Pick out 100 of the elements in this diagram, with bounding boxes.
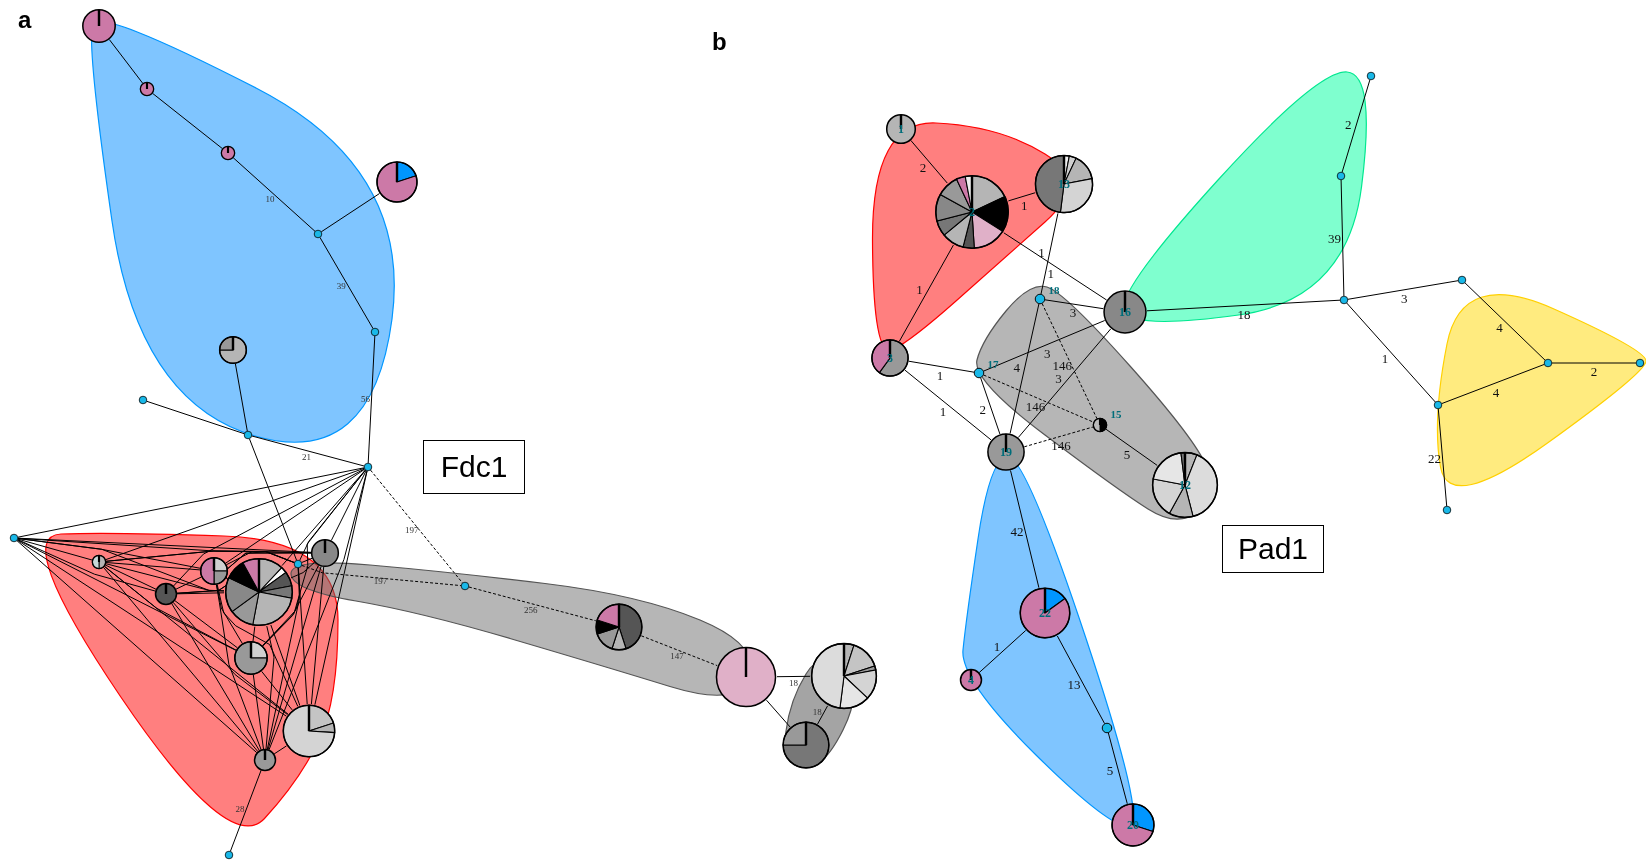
connector-line xyxy=(1441,363,1545,405)
edge-label: 2 xyxy=(919,160,927,174)
connector-line xyxy=(1023,426,1094,448)
connector-line xyxy=(310,566,325,705)
connector-line xyxy=(1346,302,1436,403)
connector-line xyxy=(1056,635,1106,725)
edge-label: 197 xyxy=(405,525,419,535)
connector-line xyxy=(1146,299,1341,312)
edge-label: 18 xyxy=(1237,307,1251,320)
connector-line xyxy=(17,538,93,561)
haplotype-number: 18 xyxy=(1048,284,1060,296)
edge-label: 146 xyxy=(1025,399,1046,413)
connector-line xyxy=(1107,732,1128,805)
connector-line xyxy=(173,468,365,587)
panel-letter: a xyxy=(18,8,32,32)
connector-line xyxy=(270,624,301,707)
connector-line xyxy=(1040,212,1059,295)
connector-line xyxy=(817,705,829,725)
edge-label: 146 xyxy=(1051,438,1071,451)
connector-line xyxy=(104,565,289,715)
edge-label: 256 xyxy=(524,605,538,615)
connector-line xyxy=(1041,303,1098,420)
connector-line xyxy=(1009,303,1040,434)
connector-line xyxy=(281,469,366,567)
connector-line xyxy=(174,600,238,649)
connector-line xyxy=(146,400,245,435)
haplotype-number: 16 xyxy=(1119,306,1131,318)
connector-line xyxy=(266,567,300,750)
haplotype-number: 1 xyxy=(898,123,904,135)
connector-line xyxy=(370,469,463,584)
edge-label: 39 xyxy=(1328,231,1341,245)
edge-label: 2 xyxy=(1590,364,1598,378)
connector-line xyxy=(105,563,225,592)
connector-line xyxy=(766,699,791,728)
connector-line xyxy=(252,674,264,750)
connector-line xyxy=(1341,79,1371,173)
connector-line xyxy=(252,626,256,642)
panel-letter: b xyxy=(712,30,727,54)
edge-label: 4 xyxy=(1013,360,1020,374)
connector-line xyxy=(1010,470,1040,589)
connector-line xyxy=(978,630,1027,674)
edge-label: 146 xyxy=(1052,358,1073,371)
connector-line xyxy=(320,193,380,233)
connector-line xyxy=(262,564,320,647)
edge-label: 56 xyxy=(361,394,370,404)
edge-label: 28 xyxy=(235,804,245,814)
edge-label: 3 xyxy=(1043,346,1051,360)
edge-label: 1 xyxy=(936,368,944,382)
connector-line xyxy=(776,675,811,678)
edge-label: 1 xyxy=(993,639,1001,653)
connector-line xyxy=(908,360,975,373)
connector-line xyxy=(226,551,312,566)
connector-line xyxy=(17,467,365,538)
edge-label: 18 xyxy=(812,707,822,717)
connector-line xyxy=(1105,428,1158,466)
edge-label: 1 xyxy=(916,282,923,296)
edge-label: 2 xyxy=(1345,117,1352,131)
connector-line xyxy=(261,670,293,711)
connector-line xyxy=(152,92,223,150)
connector-line xyxy=(1007,192,1036,202)
connector-line xyxy=(1017,328,1112,438)
connector-line xyxy=(330,470,367,541)
haplotype-number: 20 xyxy=(1127,819,1139,831)
connector-line xyxy=(640,635,718,667)
edge-label: 1 xyxy=(1020,198,1028,211)
connector-line xyxy=(225,468,366,564)
edge-label: 5 xyxy=(1106,763,1114,777)
edge-label: 4 xyxy=(1496,320,1503,334)
connector-line xyxy=(234,363,248,432)
edge-label: 13 xyxy=(1067,677,1081,690)
connector-line xyxy=(215,584,262,751)
edge-label: 1 xyxy=(1047,266,1055,280)
connector-line xyxy=(983,320,1106,372)
connector-line xyxy=(1003,232,1108,301)
connector-line xyxy=(216,584,299,707)
edge-label: 1 xyxy=(939,404,947,418)
connector-line xyxy=(229,769,262,852)
connector-line xyxy=(251,435,365,467)
edge-label: 2 xyxy=(979,402,986,415)
connector-line xyxy=(103,566,259,753)
connector-line xyxy=(175,576,202,590)
connector-line xyxy=(17,539,156,592)
connector-line xyxy=(898,244,954,342)
edge-label: 18 xyxy=(789,678,799,687)
gene-label-box: Fdc1 xyxy=(423,440,525,494)
connector-line xyxy=(265,625,275,750)
connector-line xyxy=(1340,179,1345,297)
haplotype-number: 19 xyxy=(1000,446,1012,458)
edge-label: 147 xyxy=(670,651,684,661)
edge-label: 3 xyxy=(1401,291,1408,305)
connector-line xyxy=(290,561,316,579)
edge-label: 21 xyxy=(302,452,311,462)
connector-line xyxy=(468,586,597,622)
connector-line xyxy=(248,438,298,561)
connector-line xyxy=(108,39,144,84)
haplotype-number: 22 xyxy=(1039,607,1051,619)
edge-label: 5 xyxy=(1123,447,1131,461)
connector-line xyxy=(301,557,313,563)
connector-line xyxy=(104,564,157,590)
connector-line xyxy=(319,237,374,329)
